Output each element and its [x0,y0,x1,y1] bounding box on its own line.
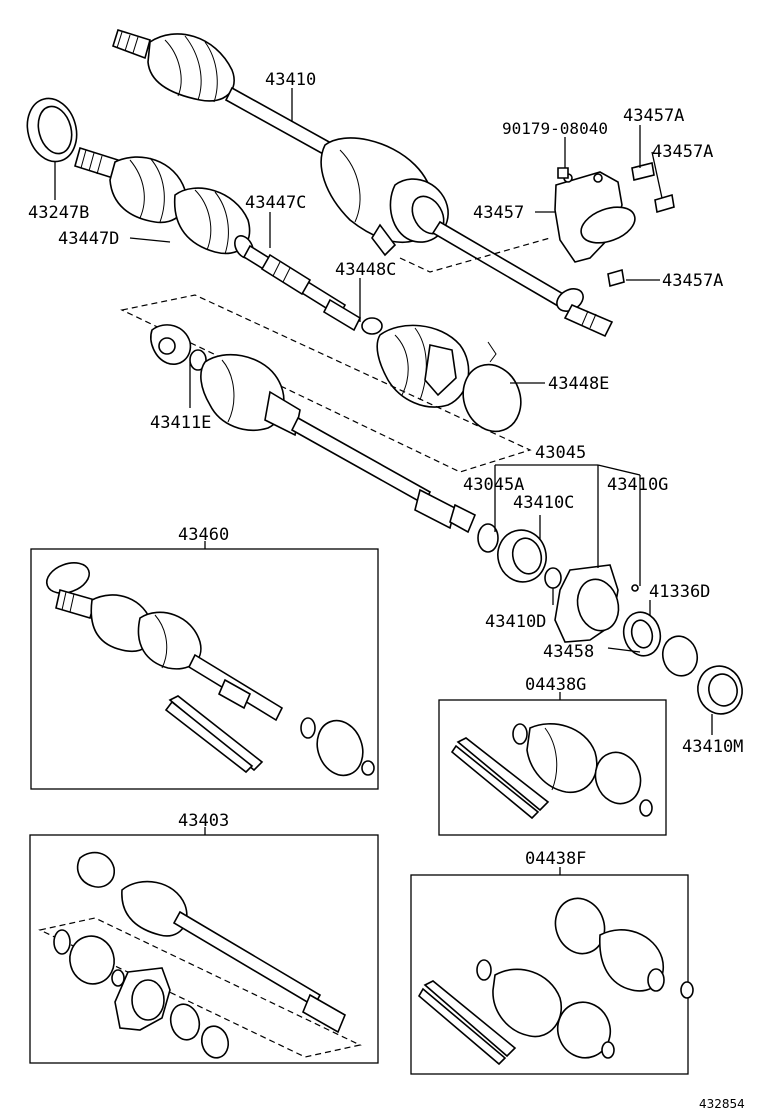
label-43045: 43045 [535,443,586,463]
label-04438G: 04438G [525,675,586,695]
inner-boot-43448 [376,324,522,433]
part-labels: 43410 90179-08040 43457A 43457A 43457 43… [28,70,745,1111]
box-04438G [438,699,667,836]
dust-seal-43247B [26,97,78,163]
label-43457A-middle: 43457A [652,142,713,162]
label-90179-08040: 90179-08040 [502,119,608,138]
bearing-bracket-43457 [554,162,675,288]
leader-lines [54,88,713,735]
label-43410G: 43410G [607,475,668,495]
label-43448C: 43448C [335,260,396,280]
label-43457A-top: 43457A [623,106,684,126]
label-43447D: 43447D [58,229,119,249]
label-43457A-bottom: 43457A [662,271,723,291]
label-43247B: 43247B [28,203,89,223]
label-43045A: 43045A [463,475,524,495]
boot-kit-04438G [450,723,653,820]
label-41336D: 41336D [649,582,710,602]
shaft-assembly-43403 [38,851,362,1059]
label-43447C: 43447C [245,193,306,213]
intermediate-shaft [290,416,477,534]
label-04438F: 04438F [525,849,586,869]
label-43403: 43403 [178,811,229,831]
label-43410: 43410 [265,70,316,90]
box-04438F [410,874,689,1075]
label-43411E: 43411E [150,413,211,433]
label-43460: 43460 [178,525,229,545]
shaft-assembly-second [74,146,383,335]
label-43410M: 43410M [682,737,743,757]
inner-joint-43411E [150,324,301,437]
bearing-group-43045 [477,523,743,715]
label-43457: 43457 [473,203,524,223]
label-43410C: 43410C [513,493,574,513]
boot-kit-04438F [417,897,694,1066]
label-43448E: 43448E [548,374,609,394]
label-43458: 43458 [543,642,594,662]
diagram-reference-number: 432854 [699,1097,745,1111]
label-43410D: 43410D [485,612,546,632]
box-43403 [29,834,379,1064]
shaft-assembly-43460 [45,562,375,777]
drive-shaft-assembly-43410 [112,28,614,338]
